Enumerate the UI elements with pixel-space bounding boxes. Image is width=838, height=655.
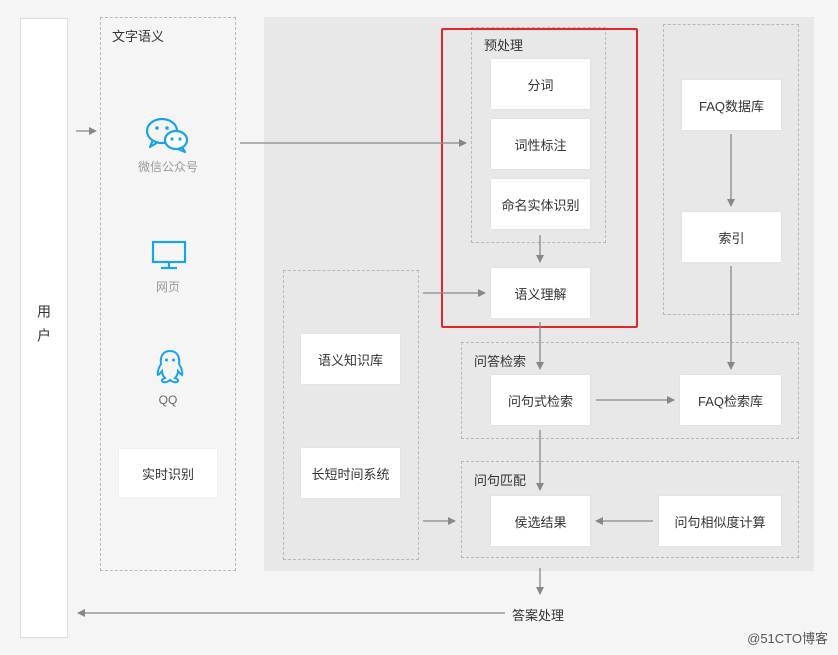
ner-node: 命名实体识别 bbox=[491, 179, 590, 229]
segmentation-node: 分词 bbox=[491, 59, 590, 109]
realtime-recognition: 实时识别 bbox=[119, 449, 217, 497]
user-label: 用户 bbox=[36, 304, 52, 352]
preprocess-group bbox=[471, 27, 606, 243]
question-match-title: 问句匹配 bbox=[474, 473, 527, 488]
qq-label: QQ bbox=[158, 393, 178, 407]
faq-database-node: FAQ数据库 bbox=[682, 80, 781, 130]
qa-retrieval-group bbox=[461, 342, 799, 439]
text-semantics-title: 文字语义 bbox=[112, 29, 165, 44]
semantic-kb-node: 语义知识库 bbox=[301, 334, 400, 384]
wechat-icon bbox=[145, 117, 189, 154]
faq-library-node: FAQ检索库 bbox=[680, 375, 781, 425]
watermark: @51CTO博客 bbox=[747, 631, 828, 646]
preprocess-title: 预处理 bbox=[484, 38, 524, 53]
question-match-group bbox=[461, 461, 799, 558]
qa-retrieval-title: 问答检索 bbox=[474, 354, 527, 369]
semantic-understanding-node: 语义理解 bbox=[491, 268, 590, 318]
wechat-label: 微信公众号 bbox=[137, 160, 198, 174]
candidate-result-node: 侯选结果 bbox=[491, 496, 590, 546]
similarity-node: 问句相似度计算 bbox=[659, 496, 781, 546]
monitor-icon bbox=[151, 240, 187, 270]
user-box: 用户 bbox=[20, 18, 68, 638]
long-short-term-node: 长短时间系统 bbox=[301, 448, 400, 498]
answer-processing-label: 答案处理 bbox=[512, 608, 565, 623]
web-label: 网页 bbox=[155, 280, 180, 294]
pos-tagging-node: 词性标注 bbox=[491, 119, 590, 169]
qq-icon bbox=[156, 349, 184, 384]
index-node: 索引 bbox=[682, 212, 781, 262]
knowledge-group bbox=[283, 270, 419, 560]
question-retrieval-node: 问句式检索 bbox=[491, 375, 590, 425]
